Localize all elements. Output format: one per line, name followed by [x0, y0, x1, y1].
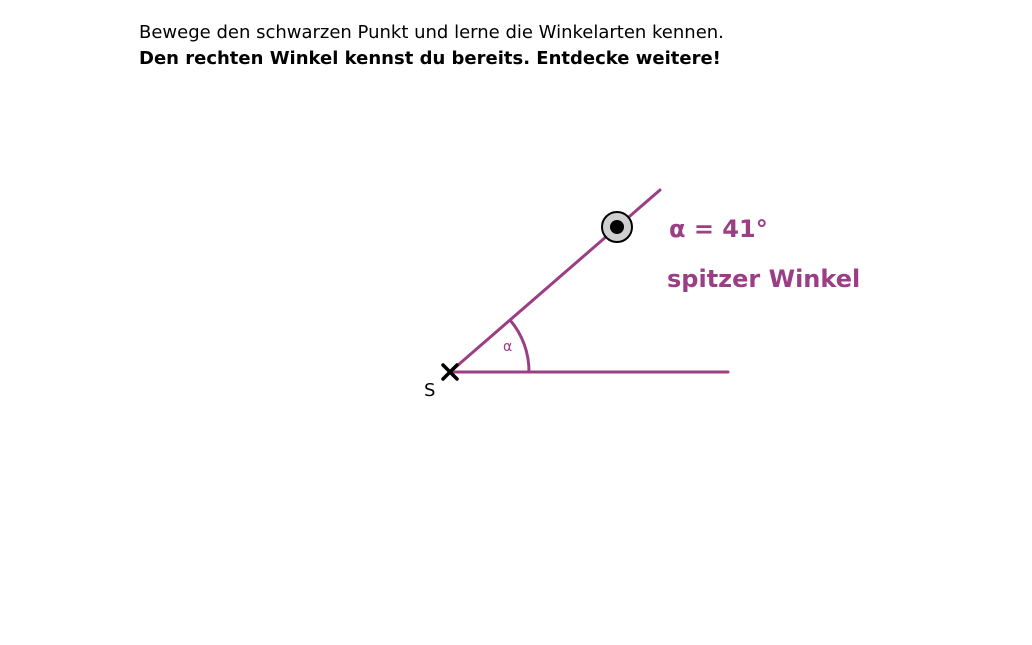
vertex-label: S: [424, 380, 435, 401]
instruction-line-2: Den rechten Winkel kennst du bereits. En…: [139, 48, 721, 69]
instruction-line-1: Bewege den schwarzen Punkt und lerne die…: [139, 22, 724, 43]
angle-symbol-label: α: [503, 339, 512, 355]
instructions: Bewege den schwarzen Punkt und lerne die…: [139, 20, 724, 72]
angle-arc: [508, 319, 531, 373]
draggable-point-icon[interactable]: [601, 211, 633, 243]
angle-type-text: spitzer Winkel: [667, 265, 860, 293]
angle-value-text: α = 41°: [669, 215, 768, 243]
cross-icon: [441, 363, 459, 381]
